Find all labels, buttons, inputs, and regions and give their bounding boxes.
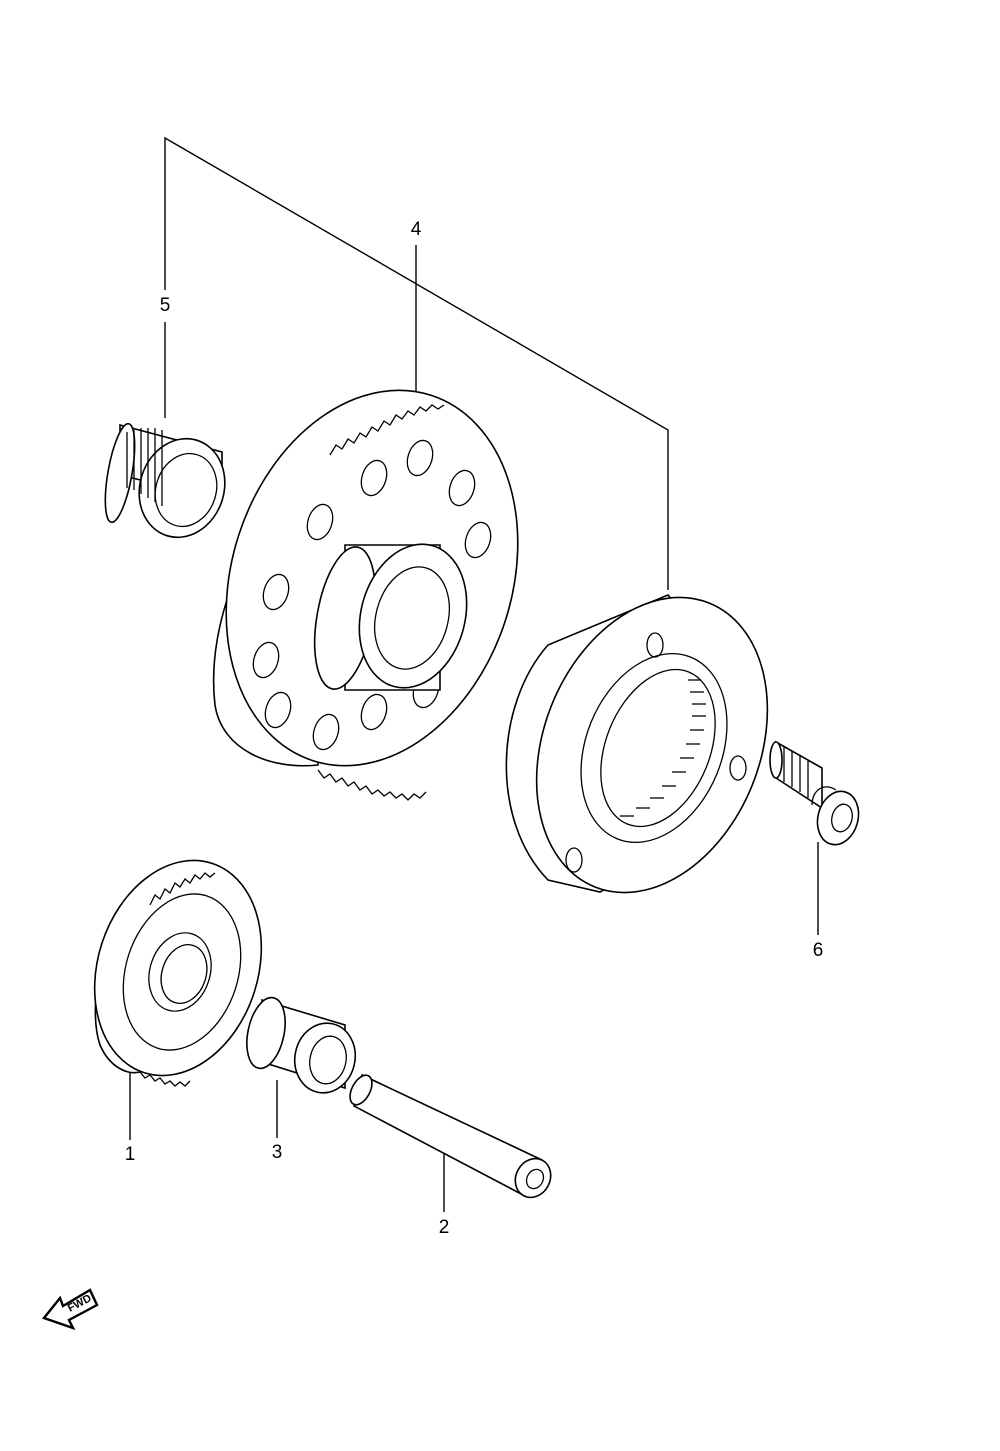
idle-gear-part-1 (93, 859, 263, 1087)
callout-3: 3 (271, 1142, 283, 1163)
callout-6: 6 (812, 940, 824, 961)
fwd-arrow-icon: FWD (41, 1288, 99, 1331)
starter-driven-gear-part-4 (212, 389, 519, 801)
group-bracket-lines (129, 136, 819, 1212)
bolt-part-6 (769, 740, 860, 846)
shaft-part-2 (349, 1073, 552, 1199)
one-way-clutch-assembly (505, 594, 769, 894)
callout-2: 2 (438, 1217, 450, 1238)
callout-5: 5 (159, 295, 171, 316)
needle-bearing-part-5 (104, 422, 226, 539)
spacer-bushing-part-3 (246, 996, 357, 1094)
callout-1: 1 (124, 1144, 136, 1165)
callout-4: 4 (410, 219, 422, 240)
